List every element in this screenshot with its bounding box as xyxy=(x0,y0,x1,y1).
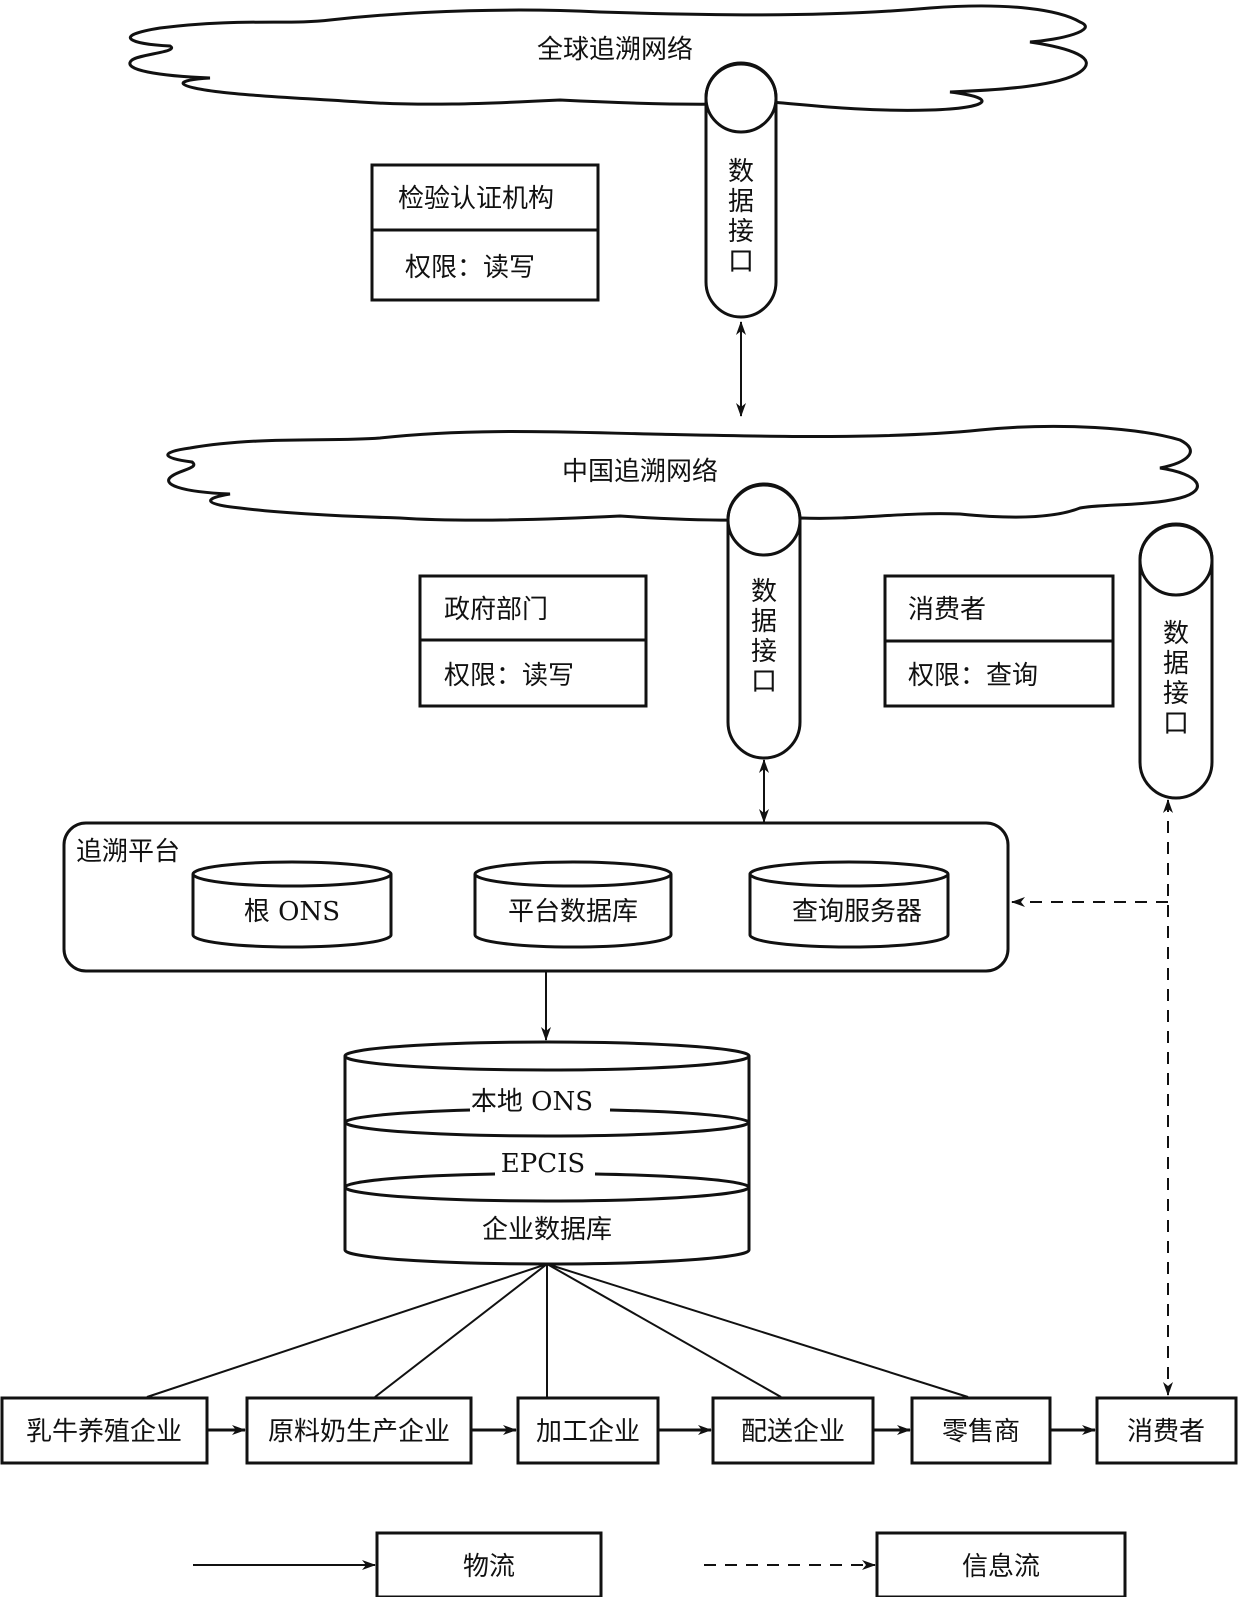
platform-component-label: 根 ONS xyxy=(244,897,340,927)
interface-char: 接 xyxy=(751,637,777,667)
enterprise-layer-label: 本地 ONS xyxy=(471,1087,593,1117)
chain-node-distribution: 配送企业 xyxy=(711,1396,875,1465)
interface-char: 口 xyxy=(751,667,777,697)
interface-char: 数 xyxy=(751,577,777,607)
legend-label: 物流 xyxy=(463,1552,515,1582)
chain-node-label: 加工企业 xyxy=(536,1417,640,1447)
global-network-cloud: 全球追溯网络 xyxy=(128,4,1088,112)
interface-char: 口 xyxy=(1163,709,1189,739)
data-interface-consumer: 数 据 接 口 xyxy=(1138,522,1214,800)
legend-box-logistics xyxy=(375,1531,603,1597)
role-permission: 权限：查询 xyxy=(908,661,1038,691)
role-permission: 权限：读写 xyxy=(444,661,574,691)
interface-char: 接 xyxy=(728,217,754,247)
traceability-platform: 追溯平台 根 ONS 平台数据库 查询服务器 xyxy=(62,821,1010,973)
data-interface-china: 数 据 接 口 xyxy=(726,482,802,760)
platform-db-query-server: 查询服务器 xyxy=(748,860,950,949)
platform-db-platform-database: 平台数据库 xyxy=(473,860,673,949)
platform-component-label: 平台数据库 xyxy=(508,897,638,927)
chain-node-retailer: 零售商 xyxy=(910,1396,1052,1465)
interface-char: 口 xyxy=(728,247,754,277)
interface-char: 据 xyxy=(1163,649,1189,679)
platform-db-root-ons: 根 ONS xyxy=(191,860,393,949)
role-name: 政府部门 xyxy=(444,595,548,625)
chain-node-label: 零售商 xyxy=(942,1417,1020,1447)
legend-label: 信息流 xyxy=(962,1552,1040,1582)
role-name: 检验认证机构 xyxy=(398,184,554,214)
china-network-cloud: 中国追溯网络 xyxy=(166,424,1199,522)
interface-char: 据 xyxy=(728,187,754,217)
chain-node-raw-milk: 原料奶生产企业 xyxy=(245,1396,473,1465)
role-box-government: 政府部门 权限：读写 xyxy=(418,574,648,708)
role-name: 消费者 xyxy=(908,595,986,625)
chain-node-label: 消费者 xyxy=(1127,1417,1205,1447)
legend-box-information xyxy=(875,1531,1127,1597)
enterprise-layer-label: 企业数据库 xyxy=(482,1215,612,1245)
interface-char: 接 xyxy=(1163,679,1189,709)
interface-char: 据 xyxy=(751,607,777,637)
interface-char: 数 xyxy=(728,157,754,187)
enterprise-database-stack: 本地 ONS EPCIS 企业数据库 xyxy=(343,1040,751,1266)
platform-component-label: 查询服务器 xyxy=(792,897,922,927)
chain-node-consumer: 消费者 xyxy=(1095,1396,1238,1465)
enterprise-layer-label: EPCIS xyxy=(501,1149,585,1179)
global-network-label: 全球追溯网络 xyxy=(537,35,693,65)
chain-node-label: 乳牛养殖企业 xyxy=(26,1417,182,1447)
chain-node-processing: 加工企业 xyxy=(516,1396,660,1465)
role-box-inspection: 检验认证机构 权限：读写 xyxy=(370,163,600,302)
platform-title: 追溯平台 xyxy=(76,837,180,867)
chain-node-dairy-farm: 乳牛养殖企业 xyxy=(0,1396,209,1465)
china-network-label: 中国追溯网络 xyxy=(562,457,718,487)
data-interface-global: 数 据 接 口 xyxy=(704,61,778,319)
interface-char: 数 xyxy=(1163,619,1189,649)
chain-node-label: 原料奶生产企业 xyxy=(268,1417,450,1447)
enterprise-fan-lines xyxy=(146,1263,969,1398)
chain-node-label: 配送企业 xyxy=(741,1417,845,1447)
legend: 物流 信息流 xyxy=(193,1531,1127,1597)
supply-chain: 乳牛养殖企业 原料奶生产企业 加工企业 配送企业 零售商 消费者 xyxy=(0,1396,1238,1465)
role-permission: 权限：读写 xyxy=(405,253,535,283)
role-box-consumer: 消费者 权限：查询 xyxy=(883,574,1115,708)
